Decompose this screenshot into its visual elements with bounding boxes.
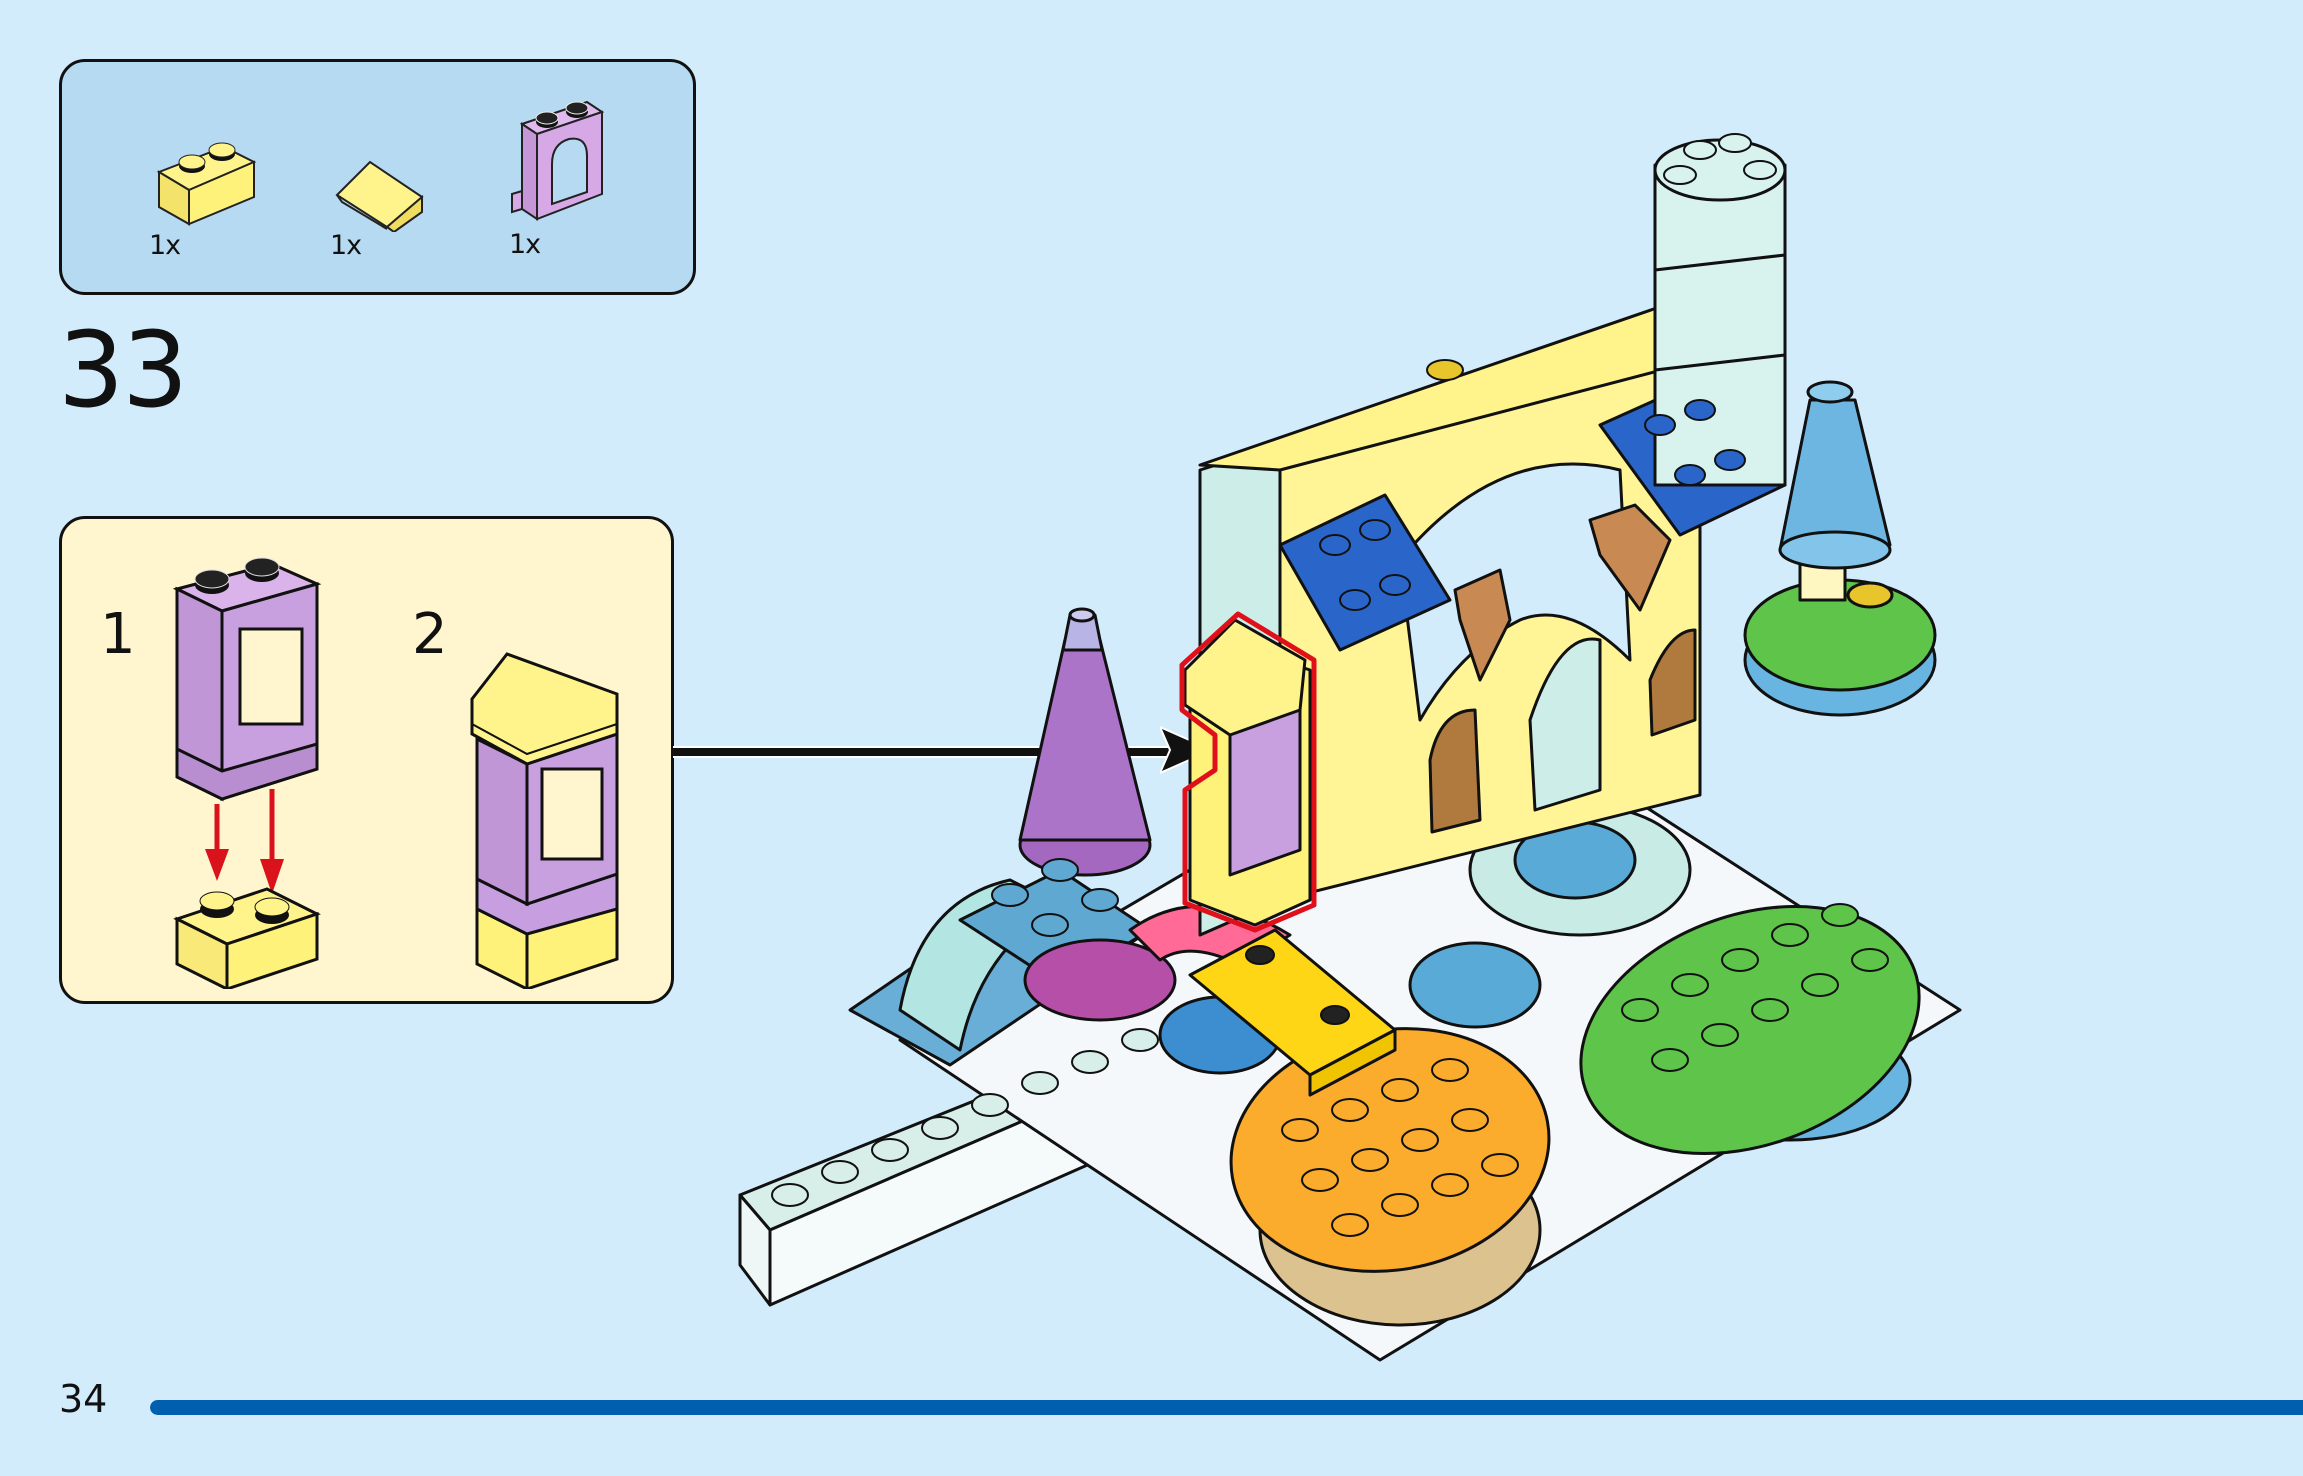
brown-horn [1588,503,1672,612]
parts-list-panel: 1x 1x 1x [59,59,696,295]
light-round-tile [1468,803,1692,937]
yellow-brick-icon [173,887,321,989]
yellow-brick-icon [156,142,257,226]
callout-arrow-line [673,746,1173,758]
part-yellow-brick: 1x [149,132,264,261]
yellow-plate [1188,928,1397,1097]
blue-cone-tree [1743,380,1937,717]
pink-quarter [1128,904,1292,967]
part-quantity: 1x [149,230,181,261]
purple-cone [1018,607,1152,877]
blue-slope [1598,378,1787,537]
window-frame-icon [511,100,605,221]
substep-label-2: 2 [412,602,448,667]
orange-round-plate [1229,1027,1551,1327]
studs [771,133,1889,1237]
part-quantity: 1x [330,230,362,261]
blue-round-tile [1513,820,1637,900]
yellow-slope-icon [335,160,424,232]
brown-horn [1453,568,1512,682]
substep-label-1: 1 [100,602,136,667]
window-frame-icon [172,557,322,802]
progress-bar-fill [150,1400,2303,1415]
substep-1-illustration [172,557,322,989]
blue-round-tile [1408,941,1542,1029]
substep-panel: 1 2 [59,516,674,1004]
part-quantity: 1x [509,229,541,260]
arrow-right-icon [1160,725,1215,775]
page-number: 34 [59,1377,108,1421]
part-yellow-slope: 1x [330,157,432,261]
red-arrows [205,789,284,894]
white-base-plate [898,698,1962,1362]
castle-wall [1198,298,1702,937]
blue-slope [1278,493,1452,652]
round-tower [1653,138,1787,487]
magenta-round [1023,938,1177,1022]
mint-plate-long [738,988,1282,1307]
progress-bar [150,1400,2303,1415]
substep-2-illustration [470,652,619,989]
green-oval-plate [1579,904,1921,1156]
part-window-frame: 1x [507,94,607,260]
blue-round-tile [1158,995,1282,1075]
blue-plate-dome [848,868,1152,1067]
step-number: 33 [58,309,188,431]
